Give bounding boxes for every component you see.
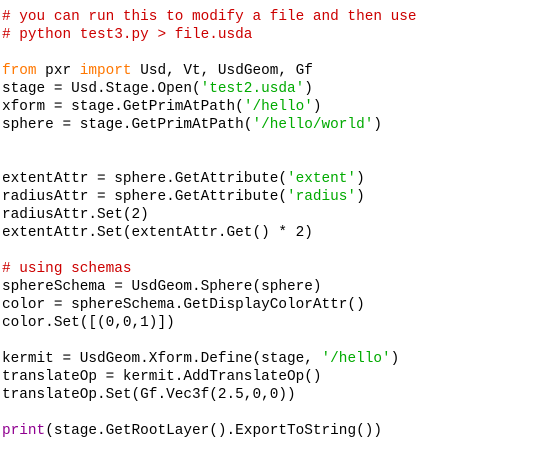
- code-line: extentAttr.Set(extentAttr.Get() * 2): [2, 224, 417, 242]
- code-line: color = sphereSchema.GetDisplayColorAttr…: [2, 296, 417, 314]
- code-token-string: 'radius': [286, 189, 357, 205]
- code-line: radiusAttr = sphere.GetAttribute('radius…: [2, 188, 417, 206]
- code-token-plain: pxr: [36, 63, 80, 79]
- code-line: [2, 134, 417, 152]
- code-line: print(stage.GetRootLayer().ExportToStrin…: [2, 422, 417, 440]
- code-token-plain: Usd, Vt, UsdGeom, Gf: [131, 63, 313, 79]
- code-token-plain: ): [356, 171, 365, 187]
- code-token-plain: color = sphereSchema.GetDisplayColorAttr…: [2, 297, 365, 313]
- code-line: # using schemas: [2, 260, 417, 278]
- code-token-plain: (stage.GetRootLayer().ExportToString()): [45, 423, 382, 439]
- code-token-string: 'extent': [286, 171, 357, 187]
- code-line: color.Set([(0,0,1)]): [2, 314, 417, 332]
- code-token-plain: radiusAttr.Set(2): [2, 207, 149, 223]
- code-line: [2, 152, 417, 170]
- code-token-plain: extentAttr.Set(extentAttr.Get() * 2): [2, 225, 313, 241]
- code-line: radiusAttr.Set(2): [2, 206, 417, 224]
- code-token-builtin: print: [2, 423, 46, 439]
- code-token-plain: ): [373, 117, 382, 133]
- code-token-string: '/hello': [321, 351, 391, 367]
- code-block[interactable]: # you can run this to modify a file and …: [2, 8, 417, 440]
- code-line: [2, 242, 417, 260]
- code-token-plain: sphere = stage.GetPrimAtPath(: [2, 117, 253, 133]
- code-line: # python test3.py > file.usda: [2, 26, 417, 44]
- code-line: translateOp = kermit.AddTranslateOp(): [2, 368, 417, 386]
- code-line: sphere = stage.GetPrimAtPath('/hello/wor…: [2, 116, 417, 134]
- code-line: stage = Usd.Stage.Open('test2.usda'): [2, 80, 417, 98]
- code-token-plain: ): [356, 189, 365, 205]
- code-line: from pxr import Usd, Vt, UsdGeom, Gf: [2, 62, 417, 80]
- code-token-plain: ): [390, 351, 400, 367]
- code-token-comment: # you can run this to modify a file and …: [2, 9, 417, 25]
- code-token-plain: ): [312, 99, 322, 115]
- code-line: kermit = UsdGeom.Xform.Define(stage, '/h…: [2, 350, 417, 368]
- code-token-plain: color.Set([(0,0,1)]): [2, 315, 175, 331]
- code-token-plain: xform = stage.GetPrimAtPath(: [2, 99, 244, 115]
- code-token-plain: radiusAttr = sphere.GetAttribute(: [2, 189, 287, 205]
- code-line: extentAttr = sphere.GetAttribute('extent…: [2, 170, 417, 188]
- code-token-keyword: from: [2, 63, 37, 79]
- code-token-comment: # python test3.py > file.usda: [2, 27, 253, 43]
- code-line: [2, 404, 417, 422]
- code-line: # you can run this to modify a file and …: [2, 8, 417, 26]
- code-line: [2, 332, 417, 350]
- code-token-plain: translateOp.Set(Gf.Vec3f(2.5,0,0)): [2, 387, 296, 403]
- code-token-plain: ): [304, 81, 313, 97]
- code-line: translateOp.Set(Gf.Vec3f(2.5,0,0)): [2, 386, 417, 404]
- code-token-string: 'test2.usda': [200, 81, 305, 97]
- code-token-plain: extentAttr = sphere.GetAttribute(: [2, 171, 287, 187]
- code-token-string: '/hello': [243, 99, 313, 115]
- code-line: sphereSchema = UsdGeom.Sphere(sphere): [2, 278, 417, 296]
- code-token-plain: sphereSchema = UsdGeom.Sphere(sphere): [2, 279, 322, 295]
- code-token-plain: stage = Usd.Stage.Open(: [2, 81, 201, 97]
- code-line: [2, 44, 417, 62]
- code-token-keyword: import: [79, 63, 132, 79]
- code-token-plain: translateOp = kermit.AddTranslateOp(): [2, 369, 322, 385]
- code-line: xform = stage.GetPrimAtPath('/hello'): [2, 98, 417, 116]
- code-token-string: '/hello/world': [252, 117, 374, 133]
- code-token-comment: # using schemas: [2, 261, 132, 277]
- code-token-plain: kermit = UsdGeom.Xform.Define(stage,: [2, 351, 322, 367]
